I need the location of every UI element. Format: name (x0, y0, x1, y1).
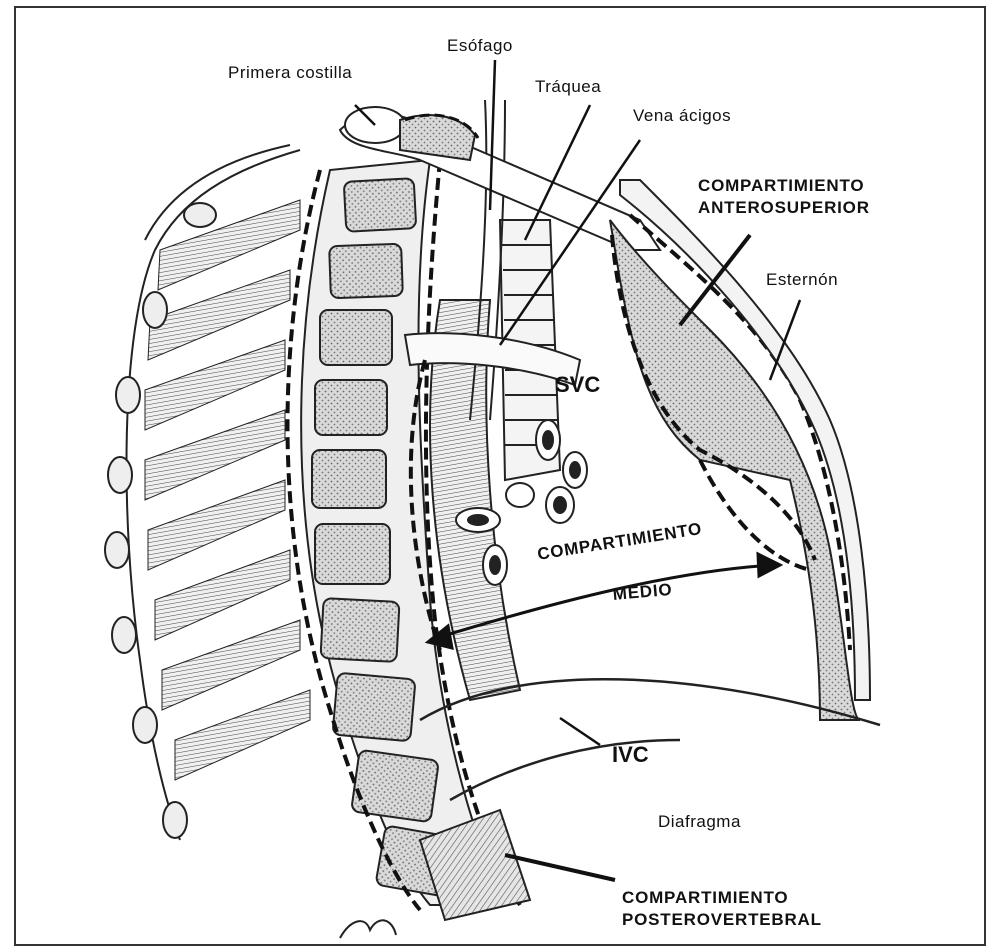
label-posterovertebral-line2: POSTEROVERTEBRAL (622, 910, 822, 930)
label-vena-acigos: Vena ácigos (633, 106, 731, 126)
label-ivc: IVC (612, 742, 649, 768)
label-posterovertebral-line1: COMPARTIMIENTO (622, 888, 788, 908)
label-esofago: Esófago (447, 36, 513, 56)
label-diafragma: Diafragma (658, 812, 741, 832)
ribs (145, 200, 310, 780)
label-primera-costilla: Primera costilla (228, 63, 352, 83)
diaphragm (420, 679, 880, 800)
label-svc: SVC (555, 372, 600, 398)
artist-signature (340, 920, 396, 938)
label-anterosuperior-line2: ANTEROSUPERIOR (698, 198, 870, 218)
label-traquea: Tráquea (535, 77, 601, 97)
label-anterosuperior-line1: COMPARTIMIENTO (698, 176, 864, 196)
label-esternon: Esternón (766, 270, 838, 290)
